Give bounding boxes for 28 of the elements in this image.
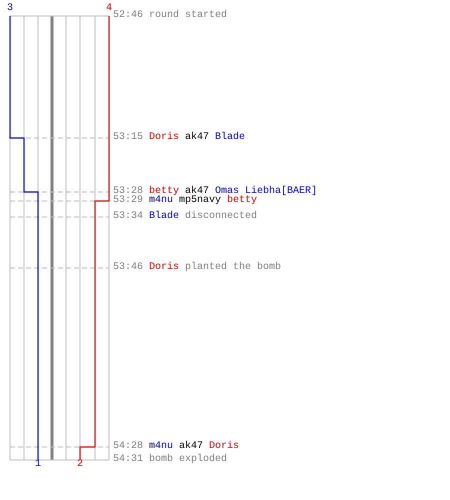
- player-name: m4nu: [149, 442, 174, 452]
- weapon-name: ak47: [179, 442, 204, 452]
- event-text: round started: [149, 11, 228, 21]
- player-name: Doris: [149, 263, 180, 273]
- event-time: 53:34: [113, 212, 144, 222]
- weapon-name: ak47: [185, 133, 210, 143]
- event-time: 53:29: [113, 196, 144, 206]
- player-name: betty: [227, 196, 258, 206]
- lane-number: 4: [106, 4, 112, 14]
- event-text: planted the bomb: [185, 263, 282, 273]
- weapon-name: mp5navy: [179, 196, 222, 206]
- event-time: 53:46: [113, 263, 144, 273]
- player-name: Blade: [149, 212, 180, 222]
- player-name: Doris: [149, 133, 180, 143]
- player-name: Doris: [209, 442, 240, 452]
- lane-number: 1: [35, 460, 41, 470]
- event-text: disconnected: [185, 212, 258, 222]
- event-time: 54:28: [113, 442, 144, 452]
- event-text: bomb exploded: [149, 455, 228, 465]
- event-time: 53:28: [113, 187, 144, 197]
- player-name: Blade: [215, 133, 246, 143]
- lane-number: 2: [77, 460, 83, 470]
- event-time: 53:15: [113, 133, 144, 143]
- event-time: 54:31: [113, 455, 144, 465]
- lane-number: 3: [7, 4, 13, 14]
- player-name: betty: [149, 187, 180, 197]
- player-name: m4nu: [149, 196, 174, 206]
- event-time: 52:46: [113, 11, 144, 21]
